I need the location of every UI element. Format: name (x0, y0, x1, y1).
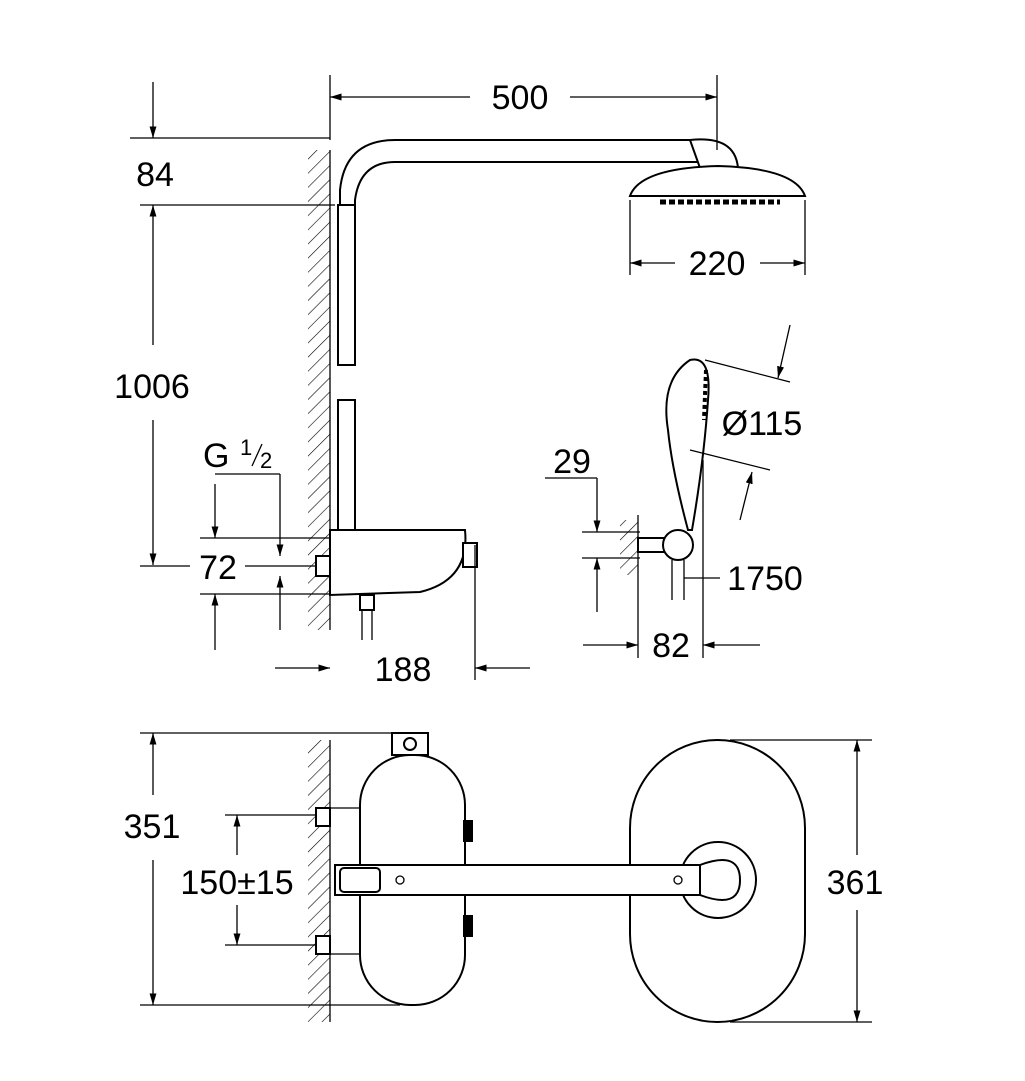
dim-head-diameter: 220 (689, 245, 746, 283)
shower-head (628, 164, 807, 197)
front-view: 351 150±15 361 (124, 732, 884, 1023)
inlet-connector (315, 555, 331, 577)
holder (662, 529, 694, 561)
arm-clamp (339, 867, 381, 893)
dim-arrow (739, 471, 753, 521)
dim-thermostat-depth: 188 (375, 651, 432, 689)
screw (395, 875, 405, 885)
ext-line (689, 449, 771, 471)
thread-numerator: 1 (240, 435, 252, 460)
dim-front-height: 351 (124, 808, 181, 846)
screw (673, 875, 683, 885)
dim-arm-length: 500 (492, 79, 549, 117)
thread-label: G (203, 437, 229, 475)
ext-line (704, 359, 791, 383)
shower-head-connector (688, 138, 740, 169)
thread-denominator: 2 (260, 448, 272, 473)
hand-shower-nozzles (702, 369, 708, 421)
dim-hand-shower-diameter: Ø115 (722, 405, 803, 443)
dim-plate-height: 361 (827, 864, 884, 902)
riser-upper (337, 204, 356, 366)
fraction-slash (251, 443, 263, 467)
dim-holder-projection: 82 (652, 627, 690, 665)
riser-lower (337, 399, 356, 541)
thermostat-knob (462, 542, 478, 568)
inlet-top (315, 807, 331, 827)
wall-hatch (308, 740, 330, 1022)
knob-top (463, 820, 473, 842)
side-view: 500 84 1006 220 G 1 2 72 (114, 75, 807, 689)
dim-hose-length: 1750 (727, 560, 803, 598)
thermostat-body (329, 529, 467, 597)
dim-arrow (777, 324, 791, 379)
knob-bottom (463, 915, 473, 937)
dim-top-offset: 84 (136, 156, 174, 194)
outlet-nut (359, 594, 375, 611)
arm-end (699, 859, 742, 901)
top-connector-nut (403, 737, 417, 751)
inlet-bottom (315, 935, 331, 955)
dim-height: 1006 (114, 368, 190, 406)
hand-shower (665, 358, 710, 531)
wall-hatch (620, 520, 638, 575)
hand-shower-view: Ø115 29 1750 82 (545, 324, 803, 665)
wall-hatch (308, 150, 330, 630)
dim-inlet-spacing: 150±15 (180, 864, 293, 902)
dim-inlet-offset: 72 (199, 549, 237, 587)
arm-bar (334, 864, 716, 896)
dim-holder-offset: 29 (553, 443, 591, 481)
